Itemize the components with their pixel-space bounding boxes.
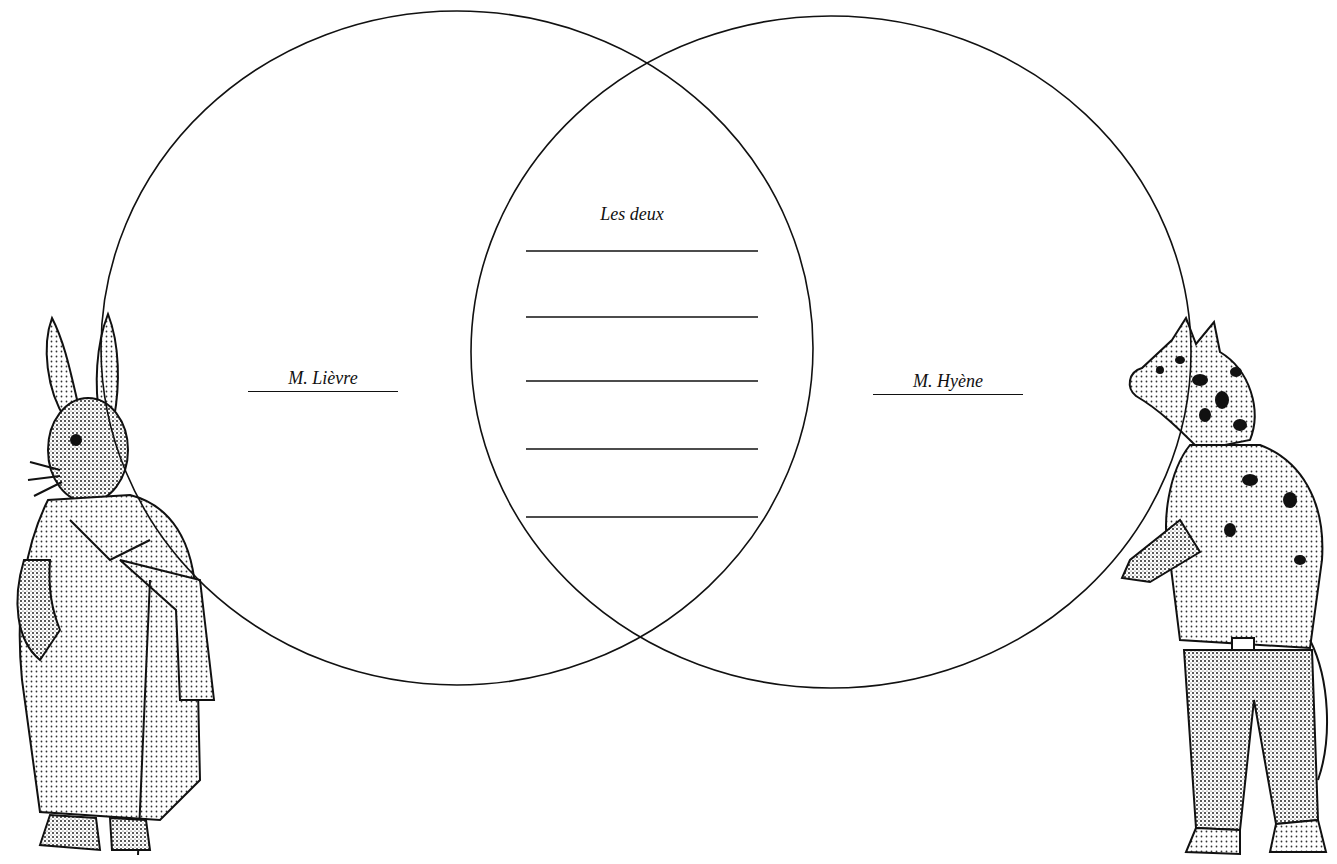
circle-outline <box>100 10 814 686</box>
circle-label: M. Lièvre <box>248 367 398 392</box>
answer-lines <box>526 251 758 517</box>
circle-label: M. Hyène <box>873 370 1023 395</box>
circle-outline <box>470 15 1192 689</box>
venn-circle: M. Hyène <box>470 15 1192 689</box>
hare-figure <box>17 314 214 855</box>
venn-circle: M. Lièvre <box>100 10 814 686</box>
hyena-figure <box>1122 318 1327 854</box>
region-label: Les deux <box>600 203 663 225</box>
